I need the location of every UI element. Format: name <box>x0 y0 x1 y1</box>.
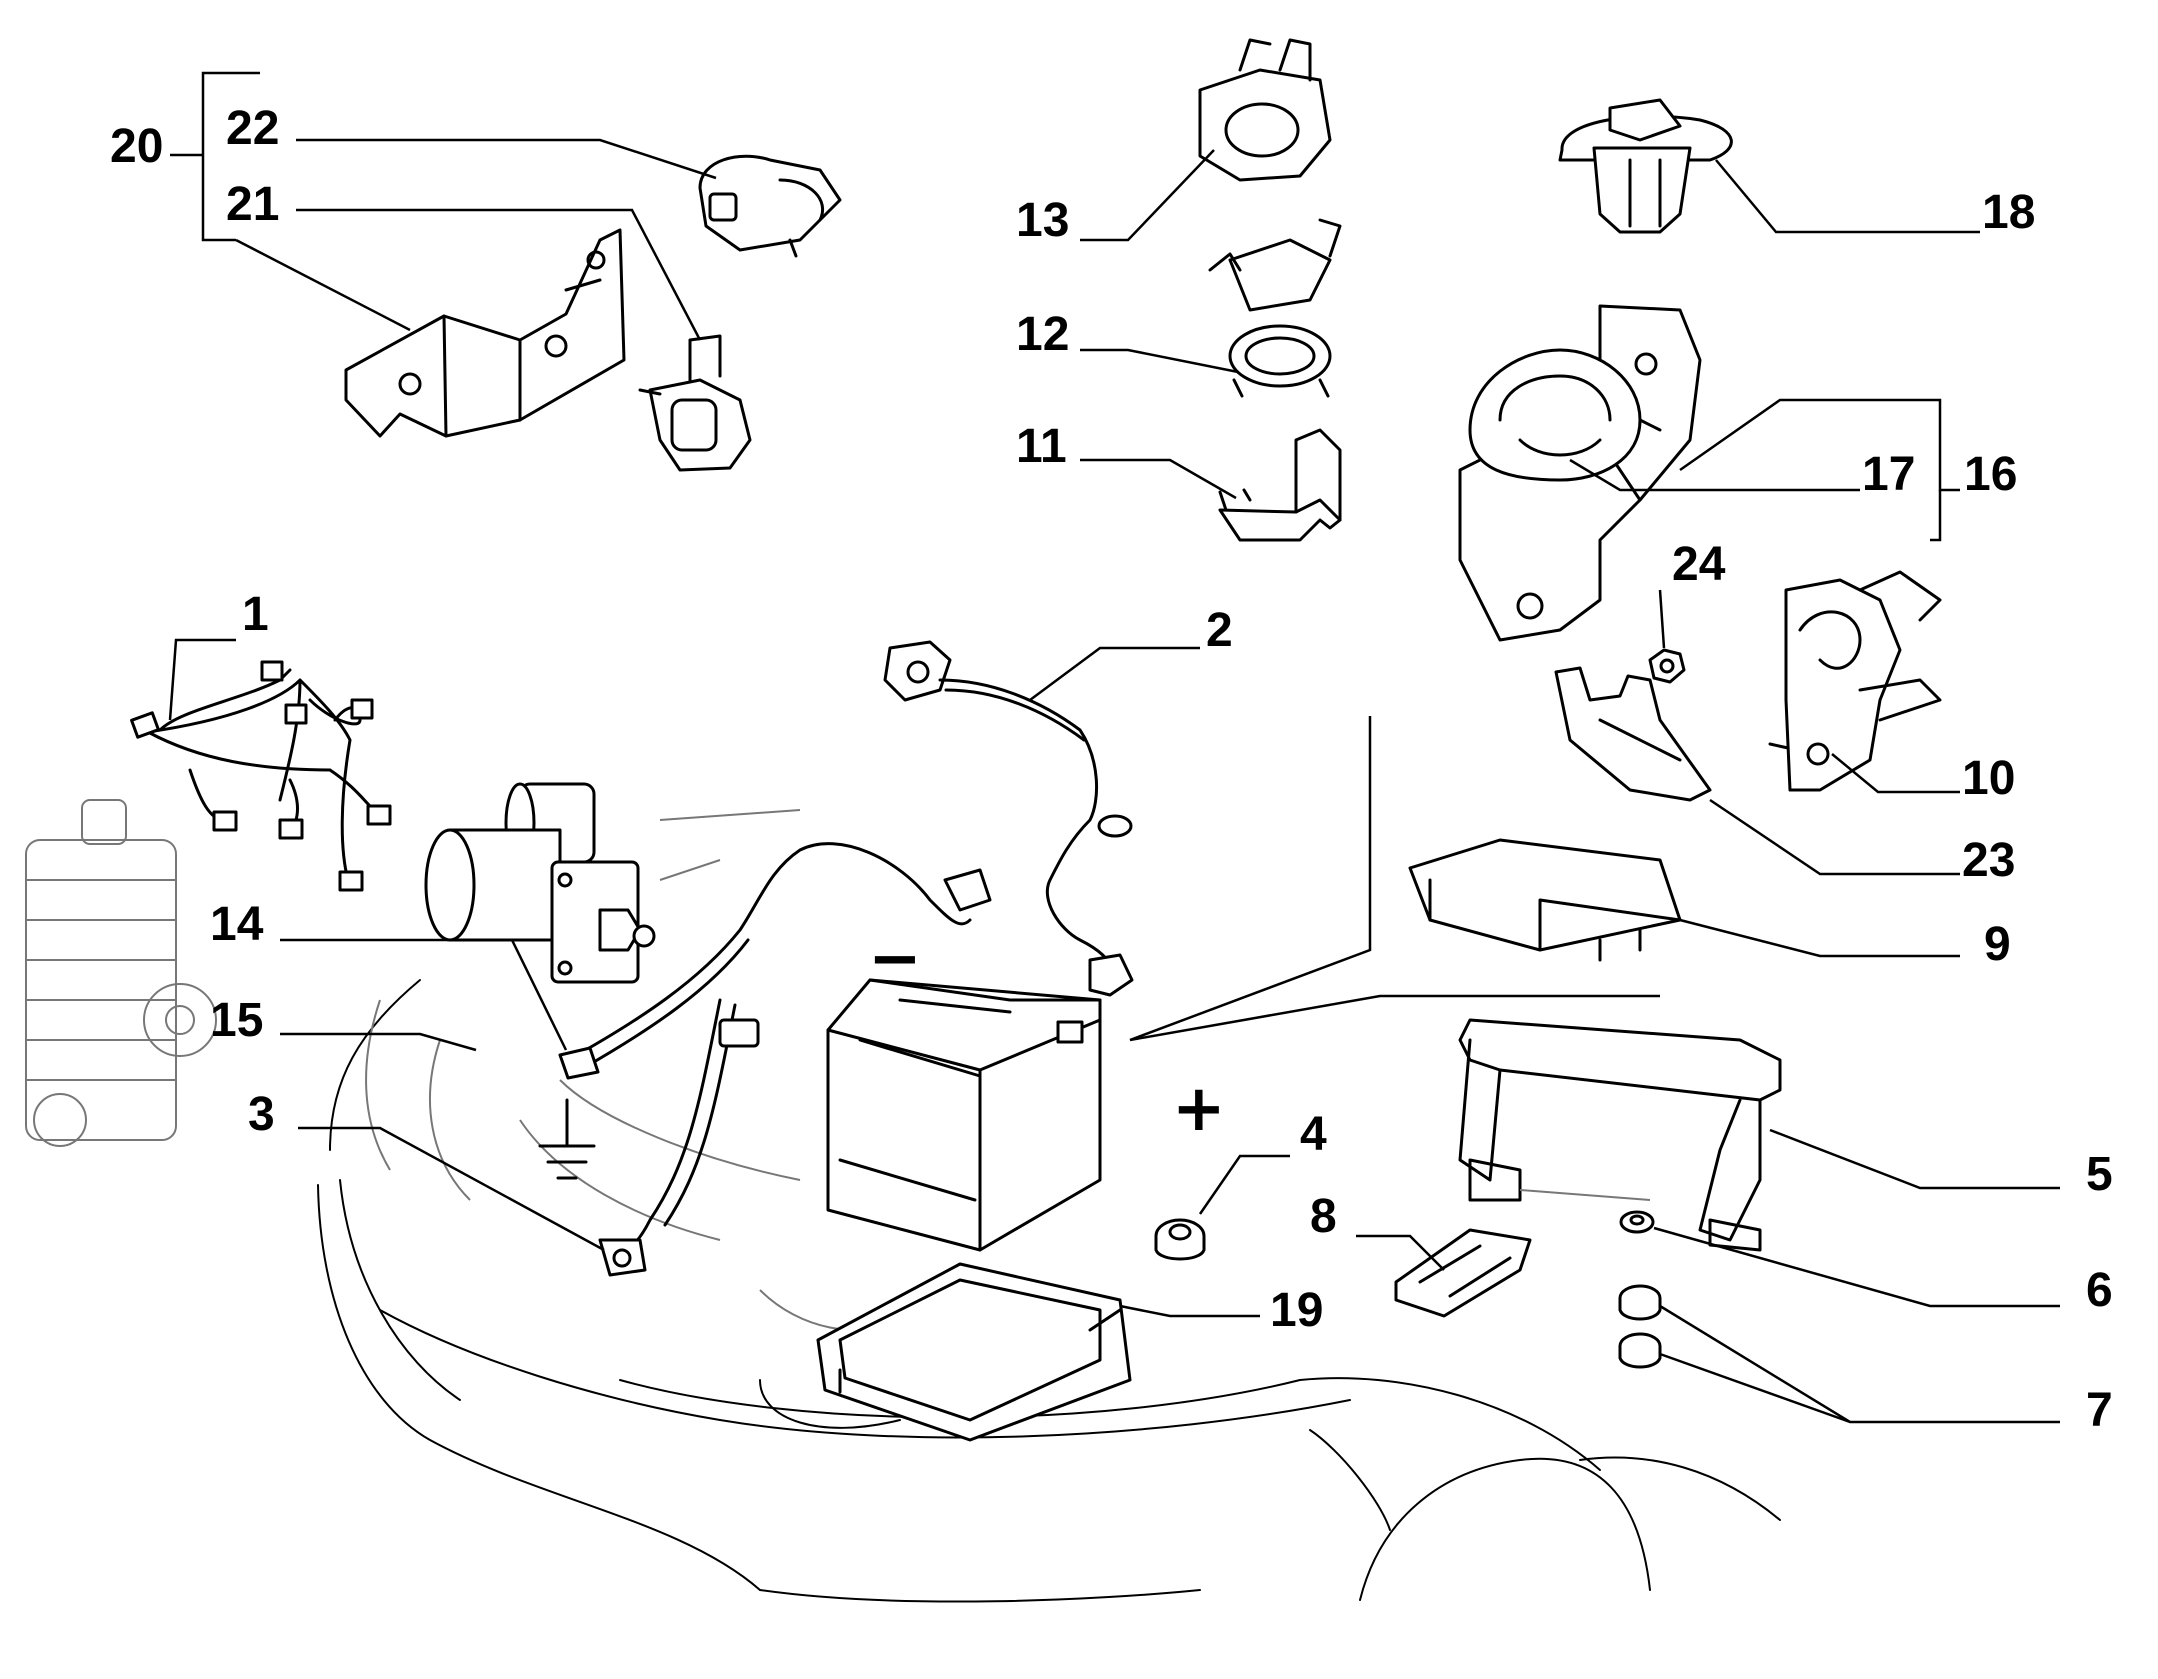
bracket-assembly <box>1458 304 1702 642</box>
callout-12: 12 <box>1016 308 1069 361</box>
leader-lines <box>168 71 2060 1424</box>
mounting-bracket <box>344 228 626 438</box>
clip-part-13 <box>1198 38 1332 182</box>
battery-tray <box>816 1262 1132 1442</box>
wiring-harness-part <box>130 660 392 892</box>
negative-symbol: − <box>868 922 922 996</box>
cable-clip-large <box>1768 570 1942 792</box>
callout-16: 16 <box>1964 448 2017 501</box>
grommet-part <box>1154 1218 1206 1261</box>
positive-symbol: + <box>1172 1072 1226 1146</box>
callout-8: 8 <box>1310 1190 1337 1243</box>
battery-cable-positive <box>883 640 1134 997</box>
clip-part-22 <box>698 154 842 258</box>
callout-5: 5 <box>2086 1148 2113 1201</box>
callout-18: 18 <box>1982 186 2035 239</box>
callout-21: 21 <box>226 178 279 231</box>
callout-17: 17 <box>1862 448 1915 501</box>
battery <box>826 978 1102 1252</box>
plate-part <box>1554 666 1712 802</box>
battery-cover <box>1408 838 1682 962</box>
push-clip <box>1558 98 1733 234</box>
battery-cable-negative <box>538 842 992 1277</box>
callout-20: 20 <box>110 120 163 173</box>
callout-24: 24 <box>1672 538 1726 591</box>
clip-part-11 <box>1218 428 1342 542</box>
callout-2: 2 <box>1206 604 1233 657</box>
callout-labels: 20 22 21 13 12 11 18 17 16 24 10 23 9 5 … <box>110 102 2113 1437</box>
callout-4: 4 <box>1300 1108 1327 1161</box>
nut-parts <box>1618 1284 1662 1369</box>
starter-motor <box>424 782 656 984</box>
callout-13: 13 <box>1016 194 1069 247</box>
callout-3: 3 <box>248 1088 275 1141</box>
clip-part-21 <box>638 334 752 472</box>
callout-19: 19 <box>1270 1284 1323 1337</box>
callout-1: 1 <box>242 588 269 641</box>
clamp-block <box>1394 1228 1532 1318</box>
callout-7: 7 <box>2086 1384 2113 1437</box>
callout-22: 22 <box>226 102 279 155</box>
callout-11: 11 <box>1016 420 1067 473</box>
callout-23: 23 <box>1962 834 2015 887</box>
callout-9: 9 <box>1984 918 2011 971</box>
nut-part-24 <box>1648 648 1686 684</box>
callout-10: 10 <box>1962 752 2015 805</box>
alternator-outline <box>25 799 217 1147</box>
clip-part-12 <box>1208 218 1342 398</box>
callout-15: 15 <box>210 994 263 1047</box>
washer-part <box>1619 1210 1655 1234</box>
hold-down-bracket <box>1458 1018 1782 1252</box>
callout-6: 6 <box>2086 1264 2113 1317</box>
callout-14: 14 <box>210 898 264 951</box>
